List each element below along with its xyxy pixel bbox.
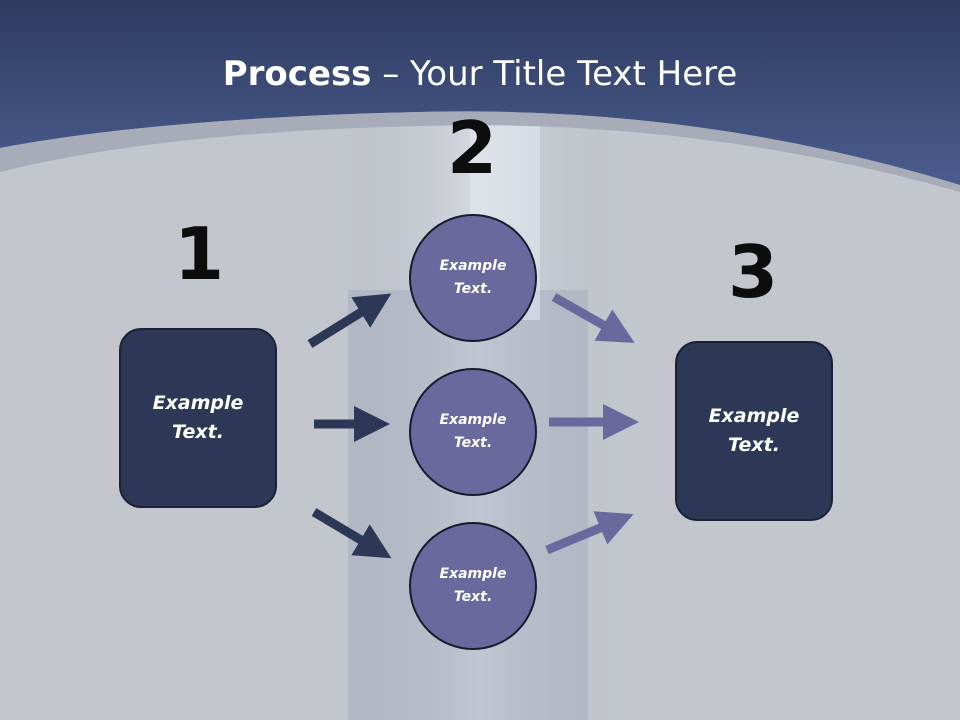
arrow-1-to-circle-1 [307,293,392,348]
step-2-circle-3: Example Text. [409,522,537,650]
step-2-item-2-text: Example Text. [439,412,507,451]
title-bold: Process [222,54,372,94]
step-1-number: 1 [173,212,225,296]
arrow-circle-3-to-3 [545,511,634,555]
title-rest: – Your Title Text Here [371,54,738,94]
step-2-circle-1: Example Text. [409,214,537,342]
step-3-box: Example Text. [675,341,833,521]
step-2-circle-2: Example Text. [409,368,537,496]
step-2-item-3-text: Example Text. [439,566,507,605]
step-2-item-1-text: Example Text. [439,258,507,297]
arrow-1-to-circle-3 [311,508,392,559]
slide-title: Process – Your Title Text Here [0,52,960,96]
step-1-text: Example Text. [152,392,244,443]
step-3-number: 3 [727,230,779,314]
step-3-text: Example Text. [708,405,800,456]
step-1-box: Example Text. [119,328,277,508]
header-swoosh [0,111,960,192]
header-band [0,0,960,185]
step-2-number: 2 [446,106,498,190]
arrow-circle-1-to-3 [551,293,635,343]
